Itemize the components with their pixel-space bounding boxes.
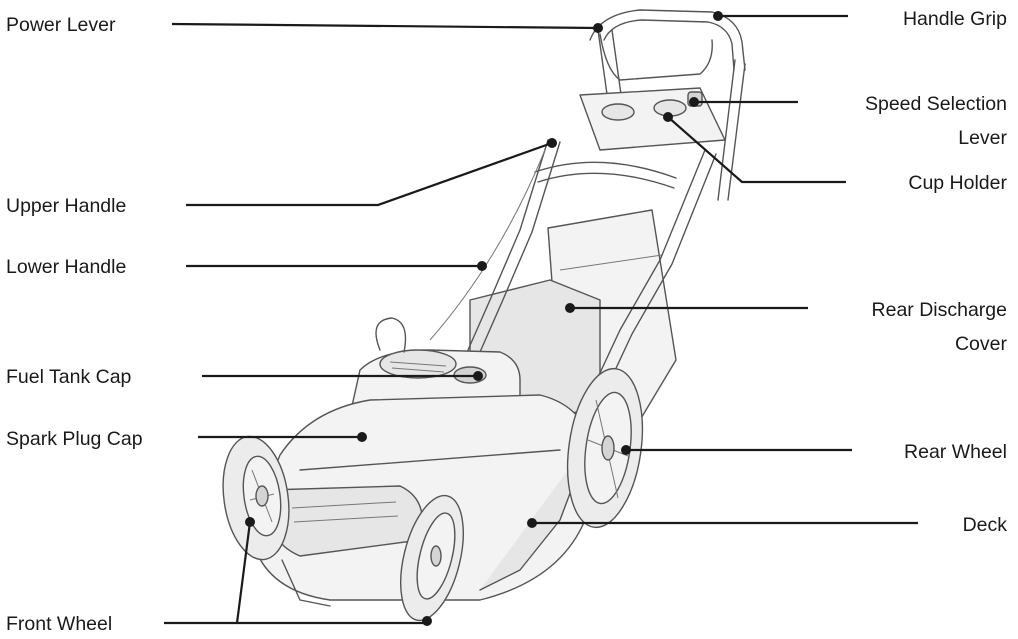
power-lever-label: Power Lever bbox=[6, 14, 116, 36]
rear-discharge-dot bbox=[565, 303, 575, 313]
cup-holder-leader bbox=[667, 116, 846, 184]
upper-handle-leader bbox=[186, 141, 553, 207]
speed-selection-label-2: Lever bbox=[958, 127, 1007, 149]
lower-handle-label: Lower Handle bbox=[6, 256, 126, 278]
front-wheel-right-dot bbox=[422, 616, 432, 626]
lower-handle-left bbox=[467, 139, 549, 351]
power-lever-dot bbox=[593, 23, 603, 33]
rear-discharge-label-2: Cover bbox=[955, 333, 1008, 355]
front-wheel-label: Front Wheel bbox=[6, 613, 112, 635]
handle-grip-dot bbox=[713, 11, 723, 21]
speed-selection-label-1: Speed Selection bbox=[865, 93, 1007, 115]
rear-wheel-dot bbox=[621, 445, 631, 455]
deck-label: Deck bbox=[963, 514, 1008, 536]
power-lever-leader bbox=[171, 22, 599, 30]
cup-holder-tray bbox=[579, 87, 726, 151]
fuel-tank-cap-label: Fuel Tank Cap bbox=[6, 366, 132, 388]
lower-handle-dot bbox=[477, 261, 487, 271]
leader-lines bbox=[164, 11, 918, 626]
deck-dot bbox=[527, 518, 537, 528]
mower-drawing bbox=[222, 9, 746, 622]
front-wheel-left-dot bbox=[245, 517, 255, 527]
lower-handle-right bbox=[591, 149, 706, 391]
rear-wheel-shape bbox=[566, 367, 644, 529]
cup-holder-dot bbox=[663, 112, 673, 122]
rear-discharge-label-1: Rear Discharge bbox=[872, 299, 1007, 321]
spark-plug-cap-dot bbox=[357, 432, 367, 442]
front-right-wheel-shape bbox=[400, 494, 464, 622]
cup-holder-label: Cup Holder bbox=[908, 172, 1007, 194]
handle-grip-label: Handle Grip bbox=[903, 8, 1007, 30]
upper-handle-dot bbox=[547, 138, 557, 148]
front-left-wheel-shape bbox=[222, 435, 290, 561]
speed-selection-dot bbox=[689, 97, 699, 107]
upper-handle-label: Upper Handle bbox=[6, 195, 126, 217]
labels: Power Lever Handle Grip Speed Selection … bbox=[6, 8, 1008, 635]
fuel-tank-cap-dot bbox=[473, 371, 483, 381]
spark-plug-cap-label: Spark Plug Cap bbox=[6, 428, 143, 450]
rear-wheel-label: Rear Wheel bbox=[904, 441, 1007, 463]
